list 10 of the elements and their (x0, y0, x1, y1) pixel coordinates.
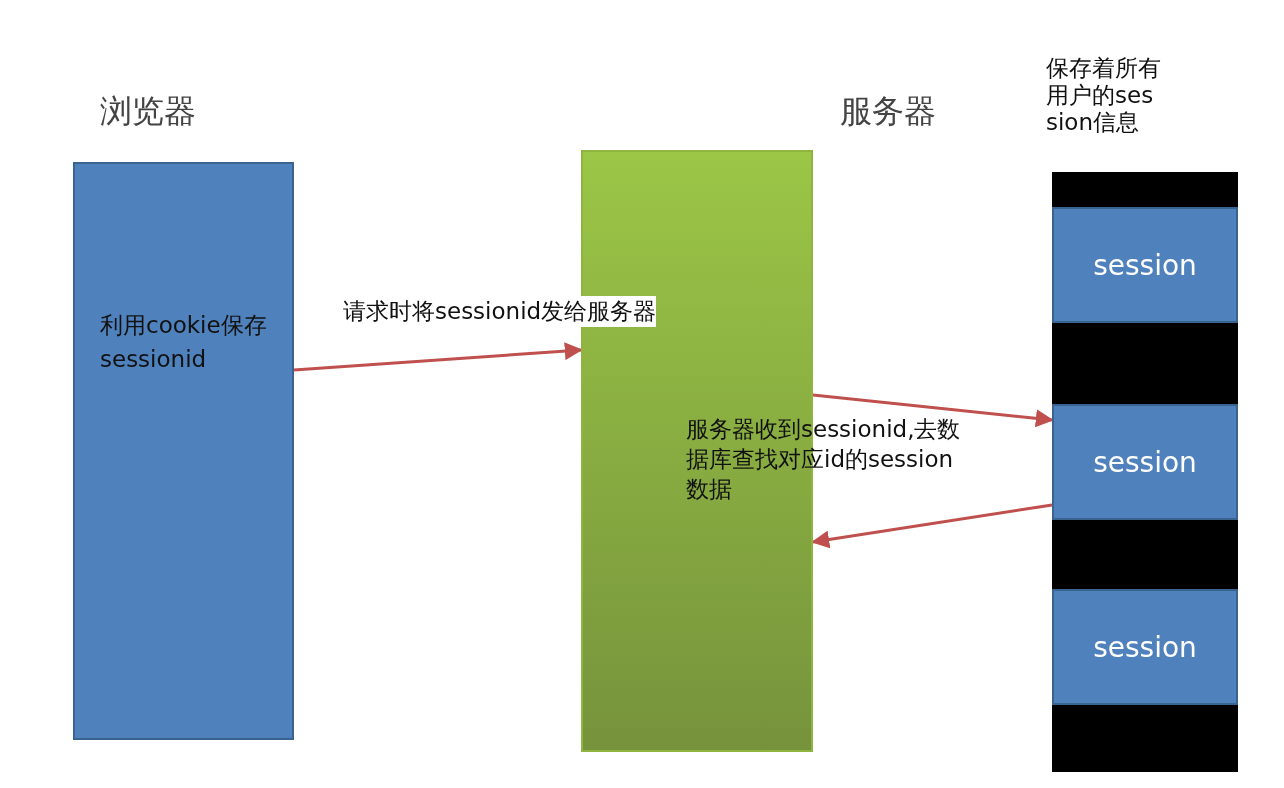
storage-heading: 保存着所有用户的session信息 (1046, 55, 1162, 136)
edge-label: 请求时将sessionid发给服务器 (343, 296, 657, 327)
box-text: 利用cookie保存sessionid (100, 311, 268, 374)
box-text: session (1092, 445, 1198, 479)
box-text: session (1092, 630, 1198, 664)
arrow (293, 342, 583, 372)
arrow (812, 393, 1054, 428)
box-text: session (1092, 248, 1198, 282)
column-heading: 浏览器 (100, 91, 196, 132)
column-heading: 服务器 (840, 91, 936, 132)
